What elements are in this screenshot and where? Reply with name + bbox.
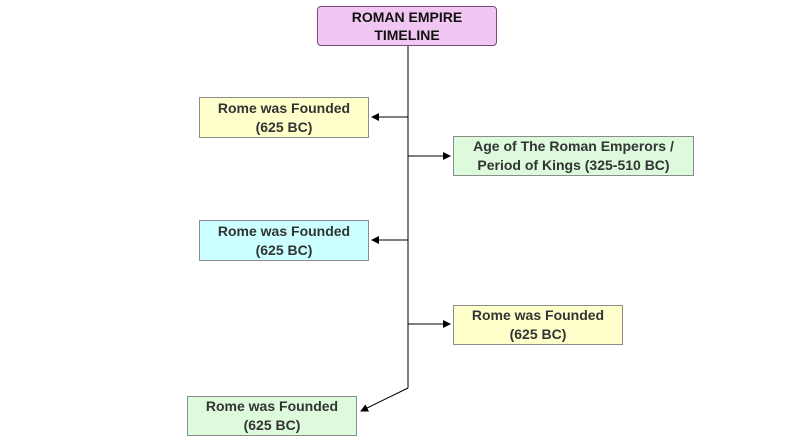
timeline-node-1: Rome was Founded (625 BC) [199,97,369,138]
node-3-line-1: Rome was Founded [217,222,351,239]
node-1-line-1: Rome was Founded [217,99,351,116]
node-2-line-1: Age of The Roman Emperors / [473,138,674,154]
title-line-2: TIMELINE [374,27,440,43]
node-4-line-1: Rome was Founded [471,307,605,323]
title-line-1: ROMAN EMPIRE [351,9,463,25]
node-5-line-1: Rome was Founded [205,398,339,414]
node-2-line-2: Period of Kings (325-510 BC) [477,157,670,173]
node-5-line-2: (625 BC) [243,417,301,433]
timeline-node-5: Rome was Founded (625 BC) [187,396,357,436]
node-3-line-2: (625 BC) [255,241,313,258]
node-4-line-2: (625 BC) [509,326,567,342]
connector-arrow-5 [360,387,409,412]
timeline-node-2: Age of The Roman Emperors / Period of Ki… [453,136,694,176]
timeline-title-box: ROMAN EMPIRE TIMELINE [317,6,497,46]
node-1-line-2: (625 BC) [255,118,313,135]
timeline-node-4: Rome was Founded (625 BC) [453,305,623,345]
timeline-node-3: Rome was Founded (625 BC) [199,220,369,261]
